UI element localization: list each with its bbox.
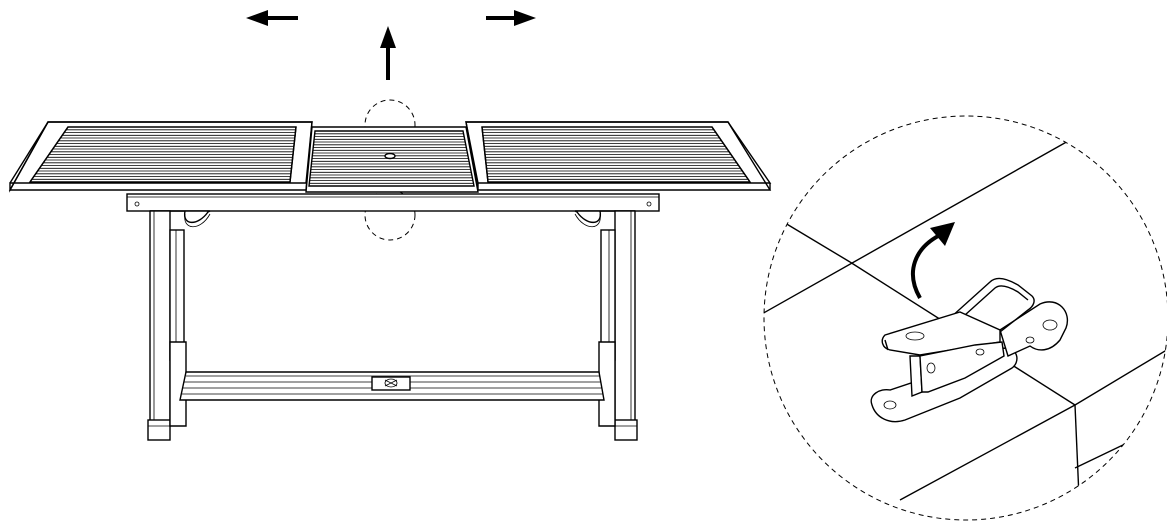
right-leg-frame bbox=[574, 210, 638, 441]
right-table-leaf bbox=[465, 121, 772, 191]
curved-arrow-icon bbox=[910, 222, 955, 299]
arrow-left-icon bbox=[246, 10, 298, 26]
arrow-right-icon bbox=[486, 10, 536, 26]
table-apron bbox=[126, 193, 660, 212]
latch-hook-plate bbox=[999, 301, 1069, 357]
latch-detail-callout bbox=[763, 115, 1167, 521]
arrow-up-icon bbox=[380, 26, 396, 80]
detail-circle-border bbox=[763, 115, 1167, 521]
table-drawing bbox=[8, 99, 772, 441]
latch-lever bbox=[881, 311, 1001, 356]
latch-bail-wire bbox=[949, 277, 1035, 333]
umbrella-hole bbox=[384, 152, 396, 160]
stretcher-bar bbox=[179, 371, 605, 401]
center-table-leaf bbox=[305, 126, 479, 193]
left-table-leaf bbox=[8, 121, 313, 193]
left-leg-frame bbox=[147, 210, 211, 441]
